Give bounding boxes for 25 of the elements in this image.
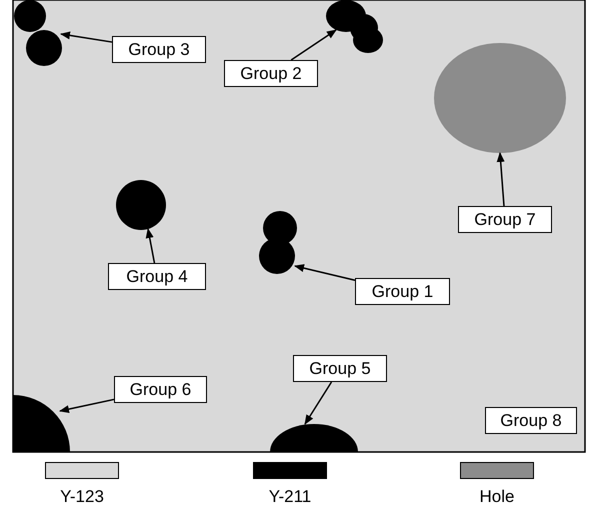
leader-arrow <box>59 398 114 414</box>
particle-shape <box>434 43 566 153</box>
leader-arrow <box>304 382 332 425</box>
leader-arrow <box>60 31 112 43</box>
particle-shape <box>259 211 297 274</box>
group-label: Group 1 <box>355 278 450 305</box>
group-label: Group 7 <box>458 206 552 233</box>
leader-arrow <box>146 228 156 264</box>
leader-arrow <box>290 29 337 61</box>
group-label: Group 6 <box>114 376 207 403</box>
group-label: Group 3 <box>112 36 206 63</box>
particle-shape <box>13 395 70 452</box>
leader-arrow <box>496 152 505 206</box>
legend-label: Hole <box>478 487 516 507</box>
particle-shape <box>116 180 166 230</box>
group-label: Group 5 <box>293 355 387 382</box>
group-label: Group 4 <box>108 263 206 290</box>
group-label: Group 8 <box>485 407 577 434</box>
particle-shape <box>270 424 358 452</box>
group-label: Group 2 <box>224 60 318 87</box>
particle-shape <box>326 0 383 53</box>
legend-label: Y-123 <box>59 487 105 507</box>
particle-shape <box>14 0 62 66</box>
legend-label: Y-211 <box>268 487 312 507</box>
leader-arrow <box>294 264 356 281</box>
